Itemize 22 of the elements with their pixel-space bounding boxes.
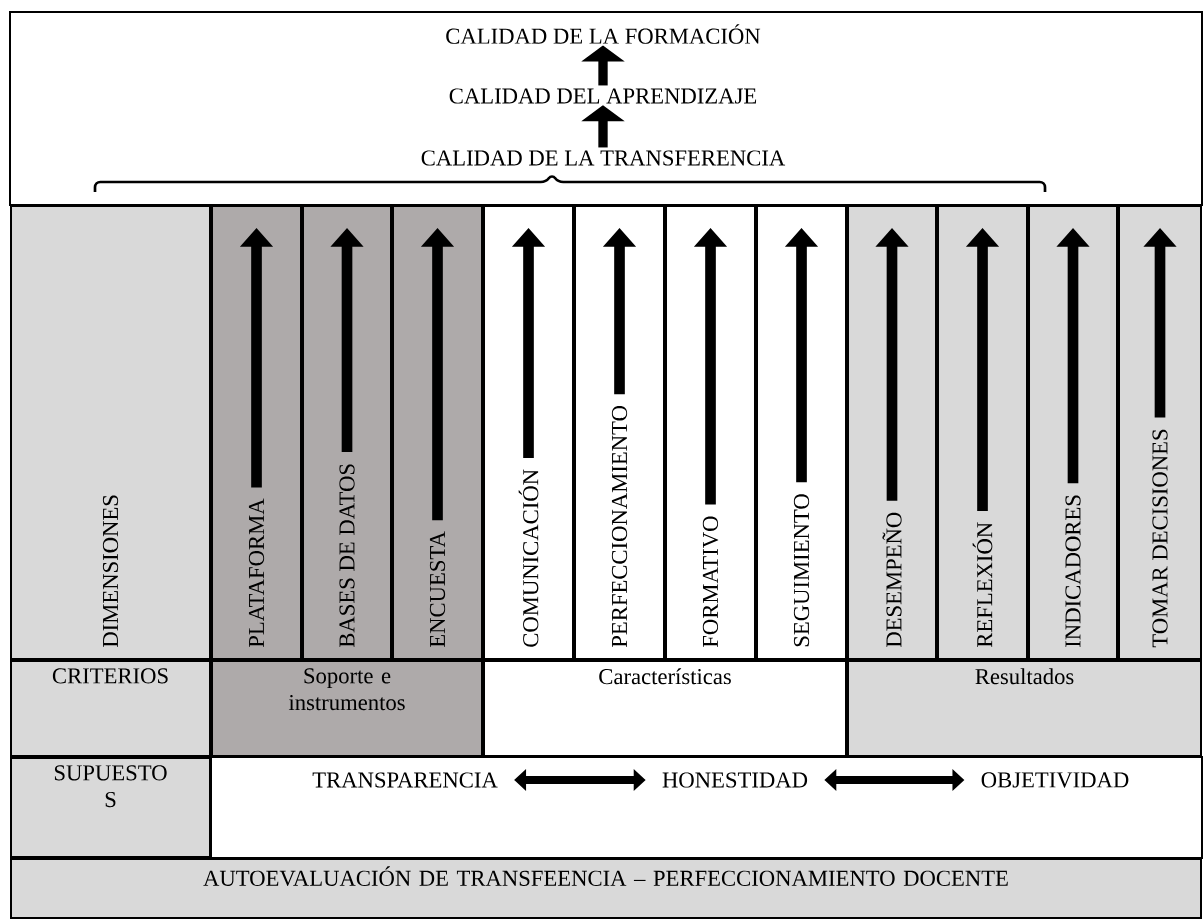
heading-text: CALIDAD DE LA TRANSFERENCIA (421, 150, 786, 166)
table-cell: Soporte e instrumentos (211, 660, 483, 757)
column-cell: INDICADORES (1028, 205, 1118, 660)
column-cell: PERFECCIONAMIENTO (574, 205, 665, 660)
table-cell: Resultados (847, 660, 1202, 757)
column-cell: PLATAFORMA (211, 205, 302, 660)
heading-text: TRANSPARENCIA (312, 772, 498, 788)
heading-text: CALIDAD DEL APRENDIZAJE (449, 88, 757, 104)
column-cell: SEGUIMIENTO (756, 205, 847, 660)
heading-text: CALIDAD DE LA FORMACIÓN (446, 24, 761, 44)
column-cell: TOMAR DECISIONES (1118, 205, 1202, 660)
column-cell: COMUNICACIÓN (483, 205, 574, 660)
column-cell: DESEMPEÑO (847, 205, 937, 660)
table-cell: SUPUESTO S (10, 757, 211, 858)
column-cell: ENCUESTA (392, 205, 483, 660)
heading-text: OBJETIVIDAD (981, 772, 1129, 788)
table-cell: CRITERIOS (10, 660, 211, 757)
column-cell: BASES DE DATOS (302, 205, 392, 660)
heading-text: HONESTIDAD (662, 772, 808, 788)
column-cell: FORMATIVO (665, 205, 756, 660)
column-cell: REFLEXIÓN (937, 205, 1028, 660)
table-cell: Características (483, 660, 847, 757)
